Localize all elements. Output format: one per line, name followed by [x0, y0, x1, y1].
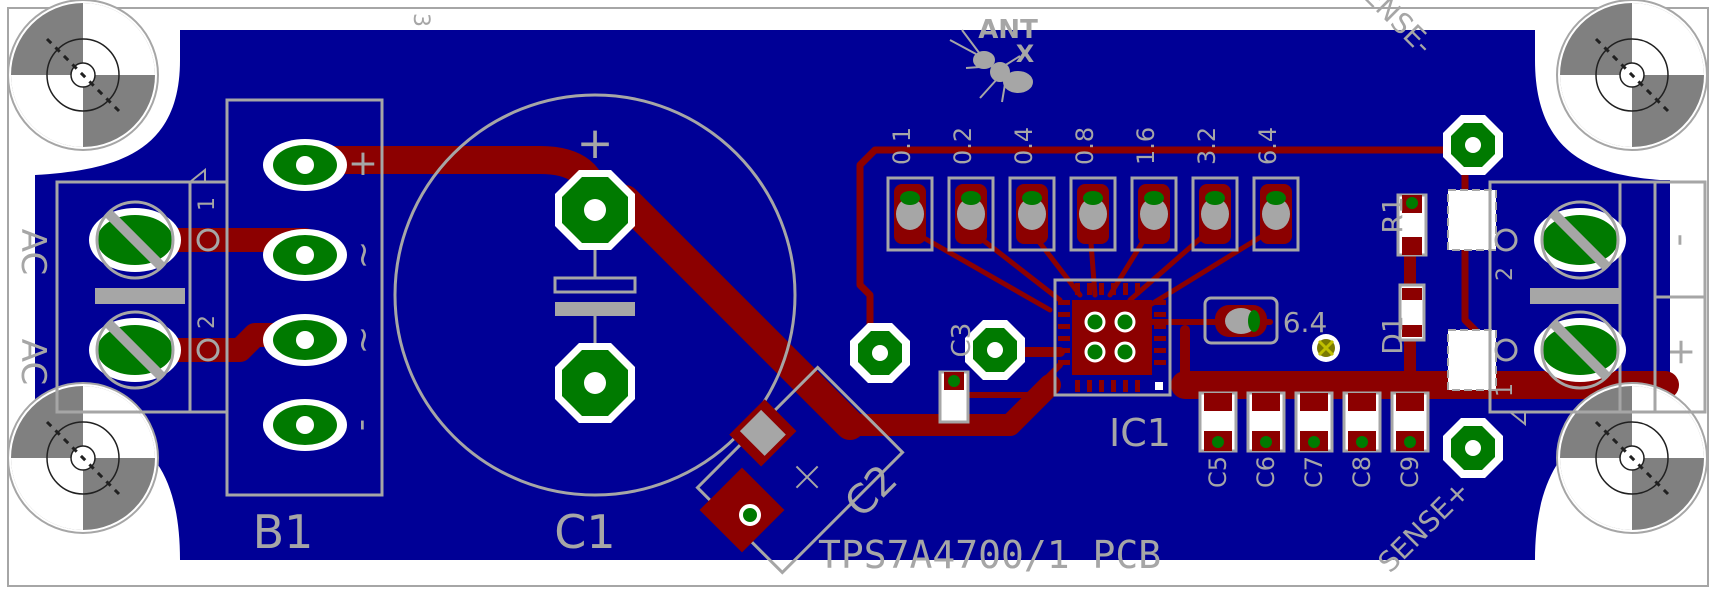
- trace-c1-to-c2: [610, 185, 865, 440]
- label-pin2-left: 2: [195, 315, 220, 329]
- capacitor-c2: [695, 365, 905, 575]
- board-title: TPS7A4700/1 PCB: [818, 533, 1161, 577]
- label-b1-tilde-1: ~: [344, 241, 384, 270]
- trace-c2-low: [839, 374, 1061, 436]
- label-pin1-left: 1: [195, 197, 220, 211]
- label-b1-plus: +: [348, 143, 378, 184]
- trim-resistor-label: 6.4: [1254, 127, 1282, 165]
- label-b1-tilde-2: ~: [344, 326, 384, 355]
- trim-resistor-label: 0.8: [1071, 127, 1099, 165]
- logo-text-ant: ANT: [978, 15, 1038, 45]
- label-d1: D1: [1376, 315, 1409, 354]
- label-ac-top: AC: [13, 229, 53, 275]
- logo-text-x: X: [1016, 40, 1035, 68]
- ant-logo: [949, 29, 1033, 103]
- label-ic1: IC1: [1109, 411, 1171, 455]
- vias: [850, 115, 1503, 478]
- trim-resistor: 0.8: [1069, 127, 1117, 252]
- diode-d1: [1398, 283, 1426, 342]
- trim-resistor-row: 0.1 0.2 0.4 0.8 1.6 3.2 6.4: [886, 127, 1300, 252]
- trim-resistor-label: 0.2: [949, 127, 977, 165]
- capacitor-64: [1203, 296, 1279, 345]
- ac-terminal-block: [55, 167, 229, 414]
- trim-resistor: 0.1: [886, 127, 934, 252]
- bottom-capacitor-label: C7: [1300, 456, 1328, 488]
- bottom-capacitor-label: C6: [1252, 456, 1280, 488]
- capacitor-c1: [393, 93, 797, 497]
- bridge-rectifier-b1: [225, 98, 384, 497]
- bottom-capacitor: C5: [1198, 391, 1238, 488]
- trim-resistor: 6.4: [1252, 127, 1300, 252]
- trace-to-c3: [952, 362, 1063, 398]
- bottom-capacitor-label: C9: [1396, 456, 1424, 488]
- bottom-capacitor: C9: [1390, 391, 1430, 488]
- mounting-hole-top-left: [7, 0, 159, 151]
- label-64: 6.4: [1283, 306, 1328, 339]
- sense-boxes: [1447, 189, 1497, 391]
- trim-resistor: 0.4: [1008, 127, 1056, 252]
- label-out-minus: -: [1661, 234, 1702, 247]
- test-point: [1312, 334, 1340, 362]
- corner-mark: 3: [408, 13, 433, 27]
- ic1-chip: [1053, 278, 1172, 397]
- label-r1: R1: [1376, 196, 1409, 233]
- mounting-hole-top-right: [1556, 0, 1708, 151]
- trim-resistor-label: 1.6: [1132, 127, 1160, 165]
- trim-resistor: 1.6: [1130, 127, 1178, 252]
- bottom-capacitor: C8: [1342, 391, 1382, 488]
- output-terminal-block: [1488, 180, 1707, 427]
- trim-resistor-label: 0.4: [1010, 127, 1038, 165]
- mounting-hole-bottom-right: [1556, 382, 1708, 534]
- label-pin2-right: 2: [1493, 267, 1518, 281]
- bottom-capacitor-row: C5 C6 C7 C8 C9: [1198, 391, 1430, 488]
- bottom-capacitor-label: C8: [1348, 456, 1376, 488]
- label-b1-minus: -: [344, 419, 384, 431]
- label-c3: C3: [947, 323, 977, 358]
- resistor-r1: [1396, 193, 1428, 257]
- trim-resistor: 0.2: [947, 127, 995, 252]
- label-c1-plus: +: [577, 118, 614, 169]
- bottom-capacitor-label: C5: [1204, 456, 1232, 488]
- trim-resistor: 3.2: [1191, 127, 1239, 252]
- capacitor-c3: [938, 370, 970, 424]
- label-pin1-right: 1: [1493, 383, 1518, 397]
- label-ac-bottom: AC: [13, 339, 53, 385]
- traces: [123, 146, 1679, 440]
- out-screw-1: [1534, 200, 1626, 280]
- bottom-capacitor: C7: [1294, 391, 1334, 488]
- label-c1: C1: [554, 505, 615, 559]
- bottom-capacitor: C6: [1246, 391, 1286, 488]
- mounting-hole-bottom-left: [7, 382, 159, 534]
- trace-top-bus: [856, 146, 1469, 354]
- trim-resistor-label: 0.1: [888, 127, 916, 165]
- ac-screw-1: [89, 200, 181, 280]
- label-b1: B1: [253, 505, 314, 559]
- out-screw-2: [1534, 310, 1626, 390]
- trim-resistor-label: 3.2: [1193, 127, 1221, 165]
- label-out-plus: +: [1661, 337, 1702, 367]
- ac-screw-2: [89, 310, 181, 390]
